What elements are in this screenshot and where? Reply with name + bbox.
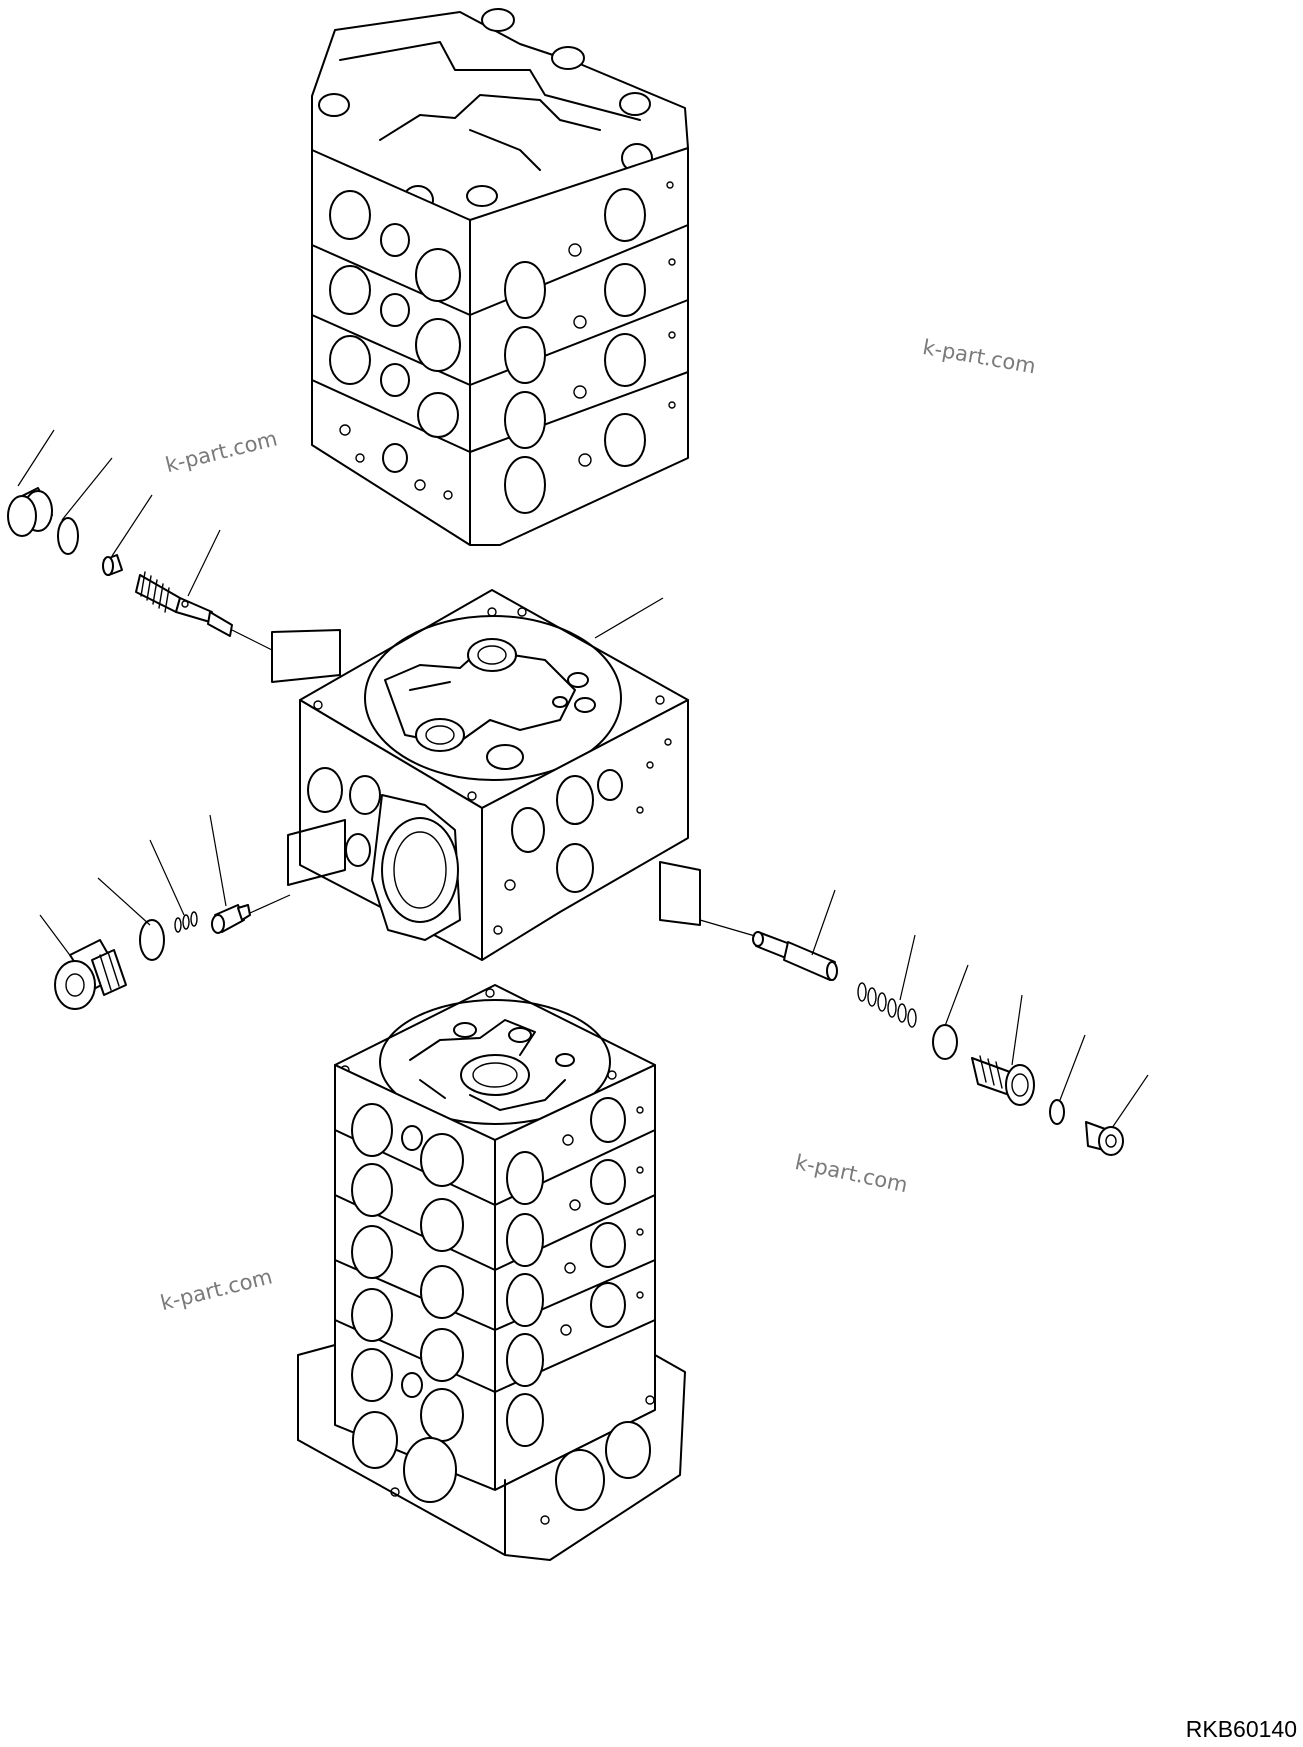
upper-valve-stack (311, 8, 689, 546)
spring (174, 911, 198, 933)
plug (7, 487, 53, 537)
spring (857, 982, 917, 1028)
o-ring (932, 1024, 958, 1060)
o-ring (57, 517, 79, 555)
plug (1085, 1121, 1124, 1156)
o-ring (1049, 1099, 1065, 1125)
lower-valve-stack (297, 984, 686, 1561)
spool-with-spring (135, 571, 233, 637)
poppet (211, 904, 251, 934)
middle-valve-section (271, 589, 701, 961)
plug (971, 1055, 1035, 1106)
left-lower-relief-valve-parts (39, 814, 291, 1010)
left-upper-relief-valve-parts (7, 429, 273, 651)
right-relief-valve-parts (699, 889, 1149, 1156)
spool (752, 931, 838, 981)
poppet (102, 554, 123, 576)
drawing-code: RKB60140 (1185, 1716, 1297, 1742)
plug (54, 939, 127, 1010)
o-ring (139, 919, 165, 961)
